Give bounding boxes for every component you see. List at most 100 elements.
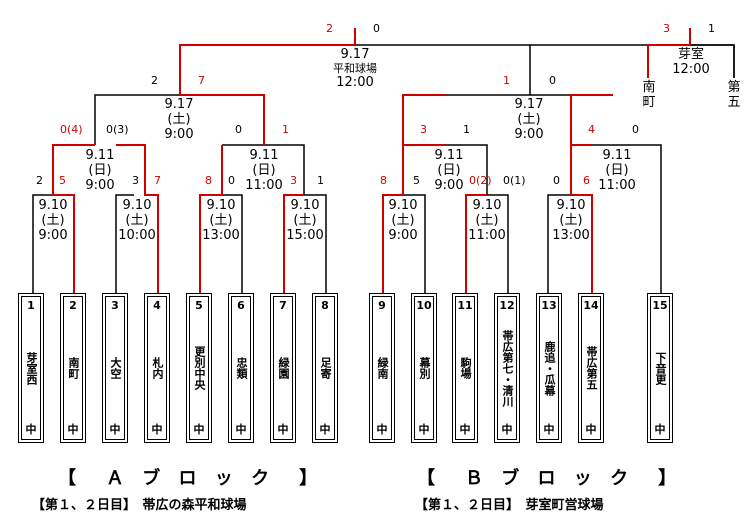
game-day: (土)	[167, 112, 191, 127]
game-time: 13:00	[552, 228, 590, 243]
winner-line	[402, 94, 445, 145]
game-date: 9.11	[85, 148, 115, 163]
score: 1	[463, 123, 470, 136]
bracket-line	[222, 144, 305, 195]
team-suffix: 中	[585, 423, 597, 436]
game-day: (土)	[209, 213, 233, 228]
game-info: 9.10(土)9:00	[34, 198, 72, 243]
game-info: 9.10(土)10:00	[118, 198, 156, 243]
winner-line	[116, 144, 159, 293]
game-info: 9.17(土)9:00	[505, 97, 553, 142]
team-number: 14	[583, 299, 599, 312]
bracket-line	[304, 194, 327, 293]
game-time: 9:00	[85, 178, 115, 193]
game-day: (土)	[559, 213, 583, 228]
score: 0	[228, 174, 235, 187]
block-b-title: 【 Ｂ ブ ロ ッ ク 】	[417, 468, 683, 489]
game-time: 9:00	[388, 228, 418, 243]
game-date: 9.17	[164, 97, 194, 112]
game-info: 9.10(土)13:00	[202, 198, 240, 243]
team-suffix: 中	[193, 423, 205, 436]
score: 0	[235, 123, 242, 136]
game-day: (土)	[125, 213, 149, 228]
team-box: 4 札内中	[144, 293, 170, 443]
game-date: 9.10	[206, 198, 236, 213]
winner-line	[179, 28, 356, 145]
game-time: 11:00	[245, 178, 283, 193]
team-name: 帯広第七・清川	[501, 329, 514, 407]
score: 5	[59, 174, 66, 187]
team-suffix: 中	[543, 423, 555, 436]
game-date: 9.10	[122, 198, 152, 213]
game-day: (土)	[475, 213, 499, 228]
game-day: (日)	[437, 163, 461, 178]
game-date: 9.11	[602, 148, 632, 163]
game-info: 9.10(土)15:00	[286, 198, 324, 243]
team-suffix: 中	[109, 423, 121, 436]
game-time: 9:00	[164, 127, 194, 142]
team-name: 南町	[67, 357, 80, 379]
team-number: 9	[378, 299, 386, 312]
game-time: 15:00	[286, 228, 324, 243]
score: 8	[380, 174, 387, 187]
side-left-team: 南町	[642, 80, 656, 110]
bracket-line	[403, 194, 426, 293]
game-venue: 平和球場	[333, 62, 377, 75]
score: 0	[549, 74, 556, 87]
team-suffix: 中	[319, 423, 331, 436]
game-time: 11:00	[468, 228, 506, 243]
game-info: 9.10(土)9:00	[384, 198, 422, 243]
team-suffix: 中	[277, 423, 289, 436]
score: 4	[588, 123, 595, 136]
team-number: 10	[416, 299, 432, 312]
game-info: 9.11(日)11:00	[238, 148, 290, 193]
game-info: 9.10(土)13:00	[552, 198, 590, 243]
block-b-venue: 【第１、２日目】 芽室町営球場	[415, 498, 604, 513]
bracket-line	[222, 194, 243, 293]
score: 2	[36, 174, 43, 187]
game-date: 9.11	[434, 148, 464, 163]
game-time: 9:00	[434, 178, 464, 193]
score: 0(4)	[60, 123, 83, 136]
team-name: 更別中央	[193, 346, 206, 390]
score: 3	[663, 22, 670, 35]
winner-line	[570, 144, 593, 293]
bracket-line	[487, 194, 509, 293]
game-time: 9:00	[514, 127, 544, 142]
team-name: 札内	[151, 357, 164, 379]
team-number: 6	[237, 299, 245, 312]
score: 8	[205, 174, 212, 187]
game-time: 10:00	[118, 228, 156, 243]
team-suffix: 中	[151, 423, 163, 436]
team-suffix: 中	[25, 423, 37, 436]
winner-line	[199, 145, 223, 293]
team-number: 13	[541, 299, 557, 312]
game-date: 9.17	[514, 97, 544, 112]
score: 0	[632, 123, 639, 136]
game-day: (土)	[41, 213, 65, 228]
team-suffix: 中	[418, 423, 430, 436]
score: 3	[132, 174, 139, 187]
score: 2	[326, 22, 333, 35]
winner-line	[647, 28, 691, 78]
game-date: 9.17	[340, 47, 370, 62]
score: 2	[151, 74, 158, 87]
block-a-venue: 【第１、２日目】 帯広の森平和球場	[32, 498, 247, 513]
team-number: 4	[153, 299, 161, 312]
team-name: 緑園	[277, 357, 290, 379]
game-date: 9.10	[472, 198, 502, 213]
team-name: 駒場	[459, 357, 472, 379]
game-day: (日)	[605, 163, 629, 178]
